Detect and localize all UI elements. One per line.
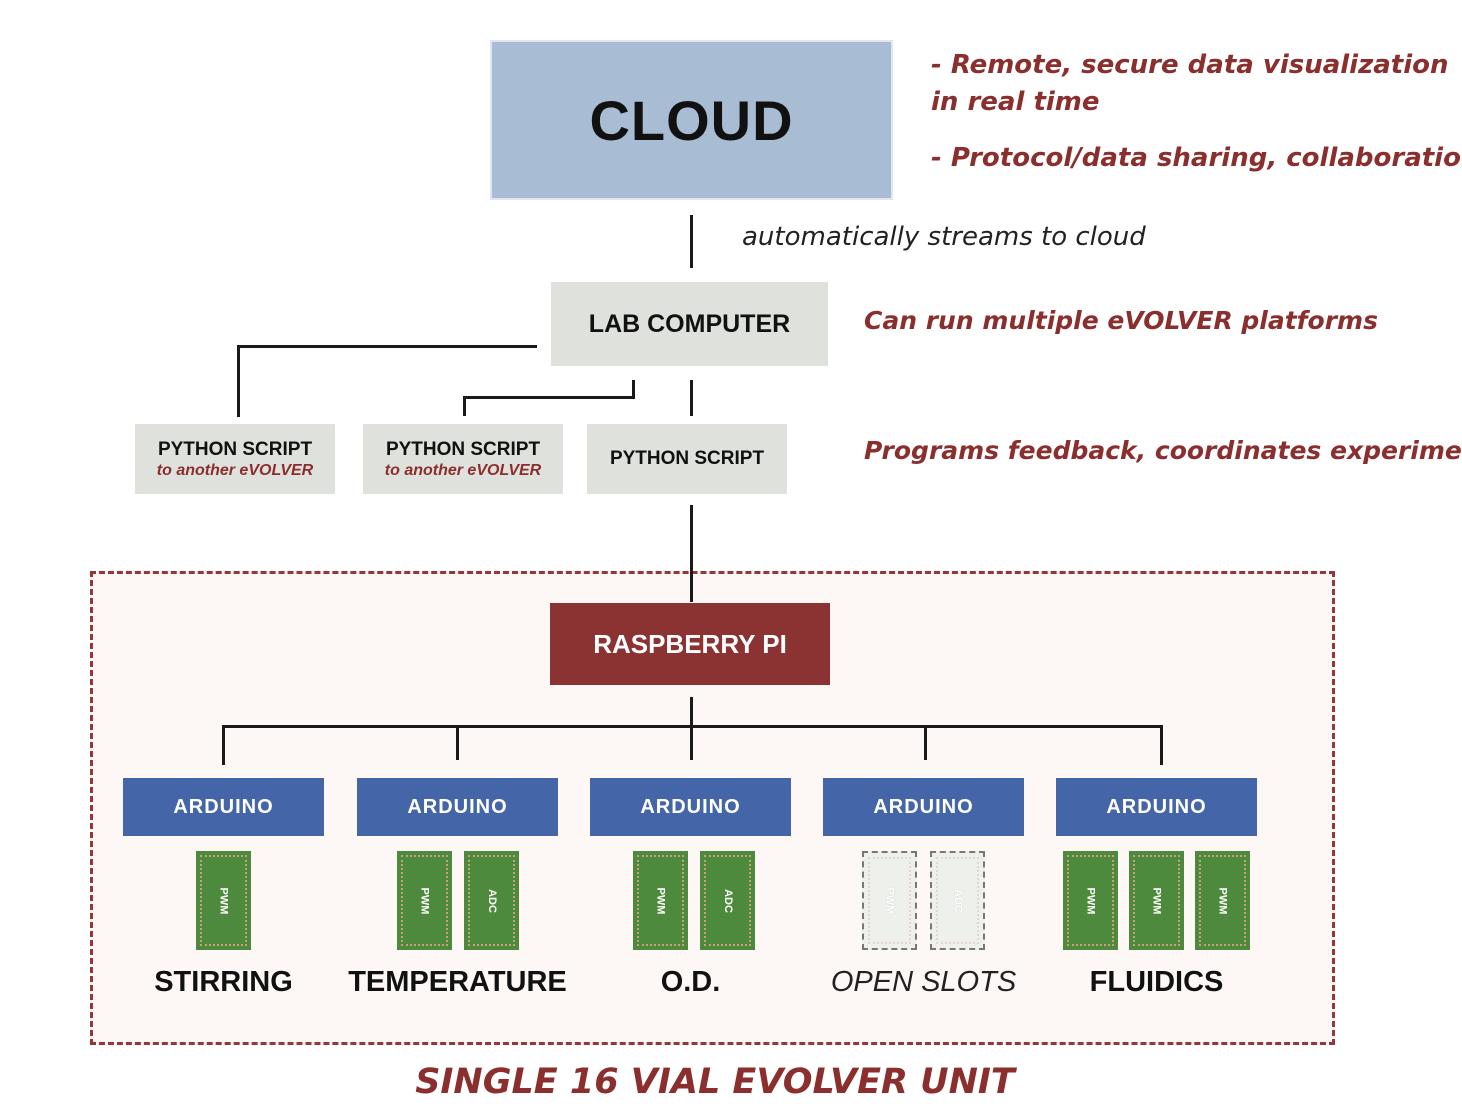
- connector-bus-ard2: [456, 725, 459, 760]
- python-script-subtitle: to another eVOLVER: [156, 461, 314, 479]
- python-script-title: PYTHON SCRIPT: [609, 448, 765, 469]
- cloud-note-3: - Protocol/data sharing, collaboration: [931, 143, 1462, 173]
- module-label-stirring: STIRRING: [154, 965, 293, 998]
- connector-lab-mid-v1: [632, 380, 635, 398]
- python-script-node: PYTHON SCRIPT to another eVOLVER: [363, 424, 563, 494]
- module-label-od: O.D.: [660, 965, 721, 998]
- adc-chip: ADC: [464, 851, 519, 950]
- python-script-node: PYTHON SCRIPT to another eVOLVER: [135, 424, 335, 494]
- cloud-note-2: in real time: [931, 87, 1100, 117]
- adc-chip: ADC: [700, 851, 755, 950]
- python-script-title: PYTHON SCRIPT: [385, 438, 541, 460]
- pwm-chip: PWM: [196, 851, 251, 950]
- empty-pwm-slot: PWM: [862, 851, 917, 950]
- arduino-temperature: ARDUINO: [357, 778, 558, 836]
- connector-bus-ard5: [1160, 725, 1163, 765]
- connector-rpi-bus-h: [222, 725, 1163, 728]
- connector-lab-mid-v2: [463, 396, 466, 416]
- stream-label: automatically streams to cloud: [742, 222, 1146, 252]
- arduino-open-slots: ARDUINO: [823, 778, 1024, 836]
- pwm-chip: PWM: [633, 851, 688, 950]
- lab-computer-title: LAB COMPUTER: [588, 309, 791, 338]
- raspberry-pi-node: RASPBERRY PI: [550, 603, 830, 685]
- connector-bus-ard4: [924, 725, 927, 760]
- python-script-subtitle: to another eVOLVER: [384, 461, 542, 479]
- pwm-chip: PWM: [397, 851, 452, 950]
- connector-python-rpi: [690, 505, 693, 602]
- arduino-label: ARDUINO: [873, 795, 974, 818]
- unit-caption: SINGLE 16 VIAL EVOLVER UNIT: [415, 1062, 1015, 1102]
- arduino-od: ARDUINO: [590, 778, 791, 836]
- connector-bus-ard1: [222, 725, 225, 765]
- connector-cloud-lab: [690, 215, 693, 268]
- pwm-chip: PWM: [1195, 851, 1250, 950]
- connector-lab-right-v: [690, 380, 693, 416]
- connector-rpi-bus-v: [690, 697, 693, 760]
- pwm-chip: PWM: [1063, 851, 1118, 950]
- lab-computer-note: Can run multiple eVOLVER platforms: [864, 306, 1378, 335]
- pwm-chip: PWM: [1129, 851, 1184, 950]
- module-label-fluidics: FLUIDICS: [1089, 965, 1224, 998]
- module-label-open-slots: OPEN SLOTS: [830, 965, 1017, 998]
- arduino-fluidics: ARDUINO: [1056, 778, 1257, 836]
- cloud-note-1: - Remote, secure data visualization: [931, 50, 1449, 80]
- python-script-title: PYTHON SCRIPT: [157, 438, 313, 460]
- arduino-label: ARDUINO: [640, 795, 741, 818]
- python-script-node-main: PYTHON SCRIPT: [587, 424, 787, 494]
- raspberry-pi-title: RASPBERRY PI: [593, 628, 787, 659]
- cloud-node: CLOUD: [490, 40, 893, 200]
- connector-lab-mid-h: [463, 396, 635, 399]
- module-label-temperature: TEMPERATURE: [348, 965, 567, 998]
- arduino-label: ARDUINO: [1106, 795, 1207, 818]
- empty-adc-slot: ADC: [930, 851, 985, 950]
- python-note: Programs feedback, coordinates experimen…: [864, 436, 1462, 465]
- arduino-label: ARDUINO: [173, 795, 274, 818]
- arduino-stirring: ARDUINO: [123, 778, 324, 836]
- connector-lab-left-v: [237, 345, 240, 417]
- arduino-label: ARDUINO: [407, 795, 508, 818]
- lab-computer-node: LAB COMPUTER: [551, 282, 828, 366]
- connector-lab-left-h: [237, 345, 537, 348]
- cloud-title: CLOUD: [589, 88, 794, 152]
